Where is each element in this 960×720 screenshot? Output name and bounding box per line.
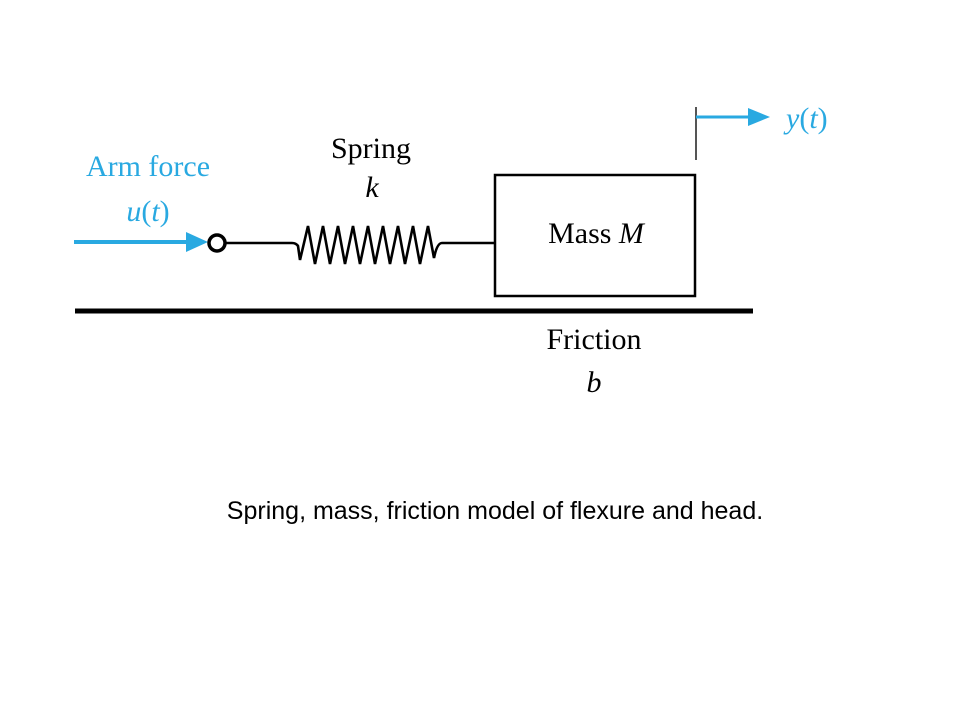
arm-force-symbol: u(t) [126, 195, 169, 228]
input-node [207, 233, 227, 253]
friction-coefficient-symbol: b [587, 366, 602, 399]
arm-force-arrow [74, 232, 208, 252]
figure-caption: Spring, mass, friction model of flexure … [226, 497, 764, 525]
friction-label: Friction [547, 323, 642, 356]
spring-label: Spring [331, 132, 411, 165]
mass-label: Mass M [548, 217, 646, 250]
output-displacement-symbol: y(t) [783, 102, 828, 135]
output-displacement-arrow [695, 107, 770, 160]
output-arrowhead [748, 108, 770, 126]
arm-force-label: Arm force [86, 150, 210, 183]
mass-box [493, 173, 697, 298]
spring-constant-symbol: k [365, 171, 379, 204]
spring [225, 225, 495, 265]
arm-force-arrowhead [186, 232, 208, 252]
